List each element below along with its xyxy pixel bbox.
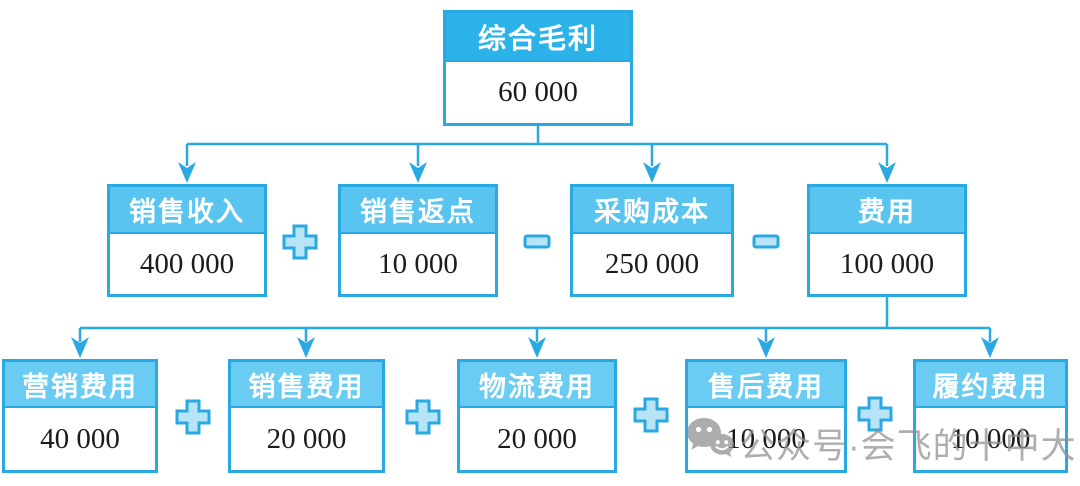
node-logistics-expense-value: 20 000 bbox=[497, 422, 577, 455]
node-purchase-cost-label: 采购成本 bbox=[573, 187, 731, 234]
node-expenses-value: 100 000 bbox=[839, 247, 935, 280]
node-purchase-cost: 采购成本 250 000 bbox=[570, 184, 734, 297]
node-gross-profit-label: 综合毛利 bbox=[446, 13, 630, 62]
node-expenses: 费用 100 000 bbox=[807, 184, 967, 297]
node-sales-expense-value: 20 000 bbox=[266, 422, 347, 455]
node-gross-profit-value: 60 000 bbox=[498, 76, 578, 108]
node-aftersales-expense: 售后费用 10 000 bbox=[685, 359, 847, 473]
node-sales-expense: 销售费用 20 000 bbox=[228, 359, 385, 473]
node-sales-rebate-label: 销售返点 bbox=[341, 187, 495, 234]
node-gross-profit: 综合毛利 60 000 bbox=[443, 10, 633, 126]
minus-icon bbox=[523, 234, 551, 249]
node-sales-revenue-value: 400 000 bbox=[139, 247, 235, 280]
node-fulfillment-expense-value: 10 000 bbox=[950, 422, 1031, 455]
node-fulfillment-expense: 履约费用 10 000 bbox=[913, 359, 1068, 473]
node-sales-rebate-value: 10 000 bbox=[378, 247, 458, 280]
node-purchase-cost-value: 250 000 bbox=[604, 247, 700, 280]
node-marketing-expense-label: 营销费用 bbox=[5, 362, 155, 408]
node-sales-expense-label: 销售费用 bbox=[231, 362, 382, 408]
node-marketing-expense-value: 40 000 bbox=[40, 422, 120, 455]
node-aftersales-expense-value: 10 000 bbox=[726, 422, 806, 455]
node-expenses-label: 费用 bbox=[810, 187, 964, 234]
node-sales-rebate: 销售返点 10 000 bbox=[338, 184, 498, 297]
node-sales-revenue: 销售收入 400 000 bbox=[107, 184, 267, 297]
plus-icon bbox=[281, 223, 319, 261]
node-sales-revenue-label: 销售收入 bbox=[110, 187, 264, 234]
plus-icon bbox=[404, 398, 442, 436]
plus-icon bbox=[174, 398, 212, 436]
node-fulfillment-expense-label: 履约费用 bbox=[916, 362, 1065, 408]
plus-icon bbox=[632, 396, 670, 434]
minus-icon bbox=[752, 234, 780, 249]
node-logistics-expense-label: 物流费用 bbox=[460, 362, 614, 408]
plus-icon bbox=[856, 395, 894, 433]
node-logistics-expense: 物流费用 20 000 bbox=[457, 359, 617, 473]
node-aftersales-expense-label: 售后费用 bbox=[688, 362, 844, 408]
node-marketing-expense: 营销费用 40 000 bbox=[2, 359, 158, 473]
